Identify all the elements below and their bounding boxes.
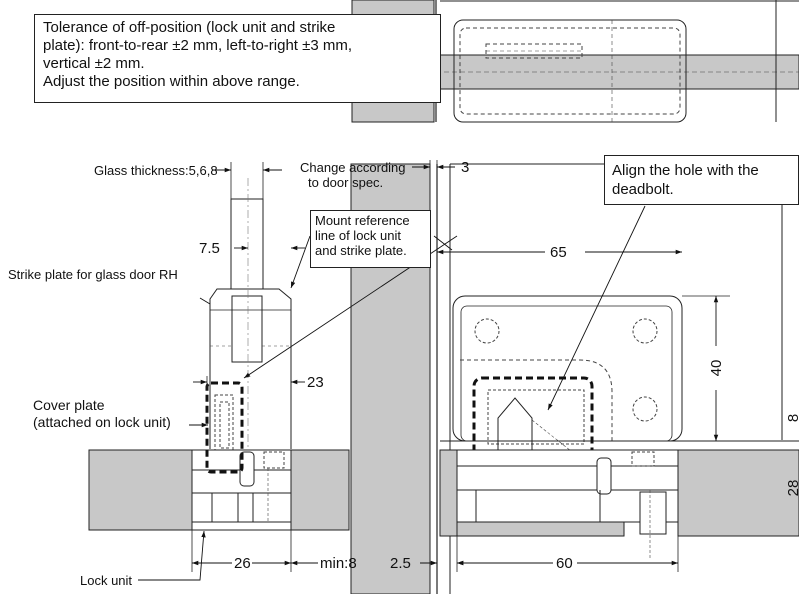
- dim-23: 23: [307, 374, 324, 391]
- cover-plate-highlight: [205, 381, 244, 474]
- tolerance-note: Tolerance of off-position (lock unit and…: [34, 14, 441, 103]
- strike-plate-front-view: [440, 295, 799, 456]
- dim-7-5: 7.5: [199, 240, 220, 257]
- door-spec-label-1: Change according: [300, 160, 406, 175]
- lock-unit-label: Lock unit: [80, 573, 132, 588]
- dim-8: 8: [785, 414, 799, 422]
- frame-lower-section: [439, 449, 799, 560]
- mount-note-line: line of lock unit: [315, 228, 401, 243]
- lock-unit-section: [88, 449, 350, 531]
- dim-26: 26: [234, 555, 251, 572]
- mount-reference-note: Mount reference line of lock unit and st…: [310, 210, 431, 268]
- tolerance-note-line: plate): front-to-rear ±2 mm, left-to-rig…: [43, 37, 353, 54]
- cover-plate-label-1: Cover plate: [33, 397, 105, 413]
- cover-plate-label-2: (attached on lock unit): [33, 414, 171, 430]
- dim-60: 60: [556, 555, 573, 572]
- strike-plate-label: Strike plate for glass door RH: [8, 267, 178, 282]
- dimension-lines: [192, 164, 719, 566]
- door-spec-label-2: to door spec.: [308, 175, 383, 190]
- glass-thickness-label: Glass thickness:5,6,8: [94, 163, 218, 178]
- align-note-line: deadbolt.: [612, 181, 674, 198]
- dim-2-5: 2.5: [390, 555, 411, 572]
- strike-plate-side-view: [209, 178, 292, 470]
- tolerance-note-line: Tolerance of off-position (lock unit and…: [43, 19, 336, 36]
- dim-65: 65: [550, 244, 567, 261]
- leader-lines: [138, 205, 646, 581]
- align-note-line: Align the hole with the: [612, 162, 759, 179]
- align-hole-note: Align the hole with the deadbolt.: [604, 155, 799, 205]
- dim-3: 3: [461, 159, 469, 176]
- dim-min-8: min:8: [320, 555, 357, 572]
- mount-note-line: Mount reference: [315, 213, 410, 228]
- dim-28: 28: [785, 480, 799, 497]
- tolerance-note-line: vertical ±2 mm.: [43, 55, 145, 72]
- mount-note-line: and strike plate.: [315, 243, 407, 258]
- tolerance-note-line: Adjust the position within above range.: [43, 73, 300, 90]
- dim-40: 40: [708, 360, 725, 377]
